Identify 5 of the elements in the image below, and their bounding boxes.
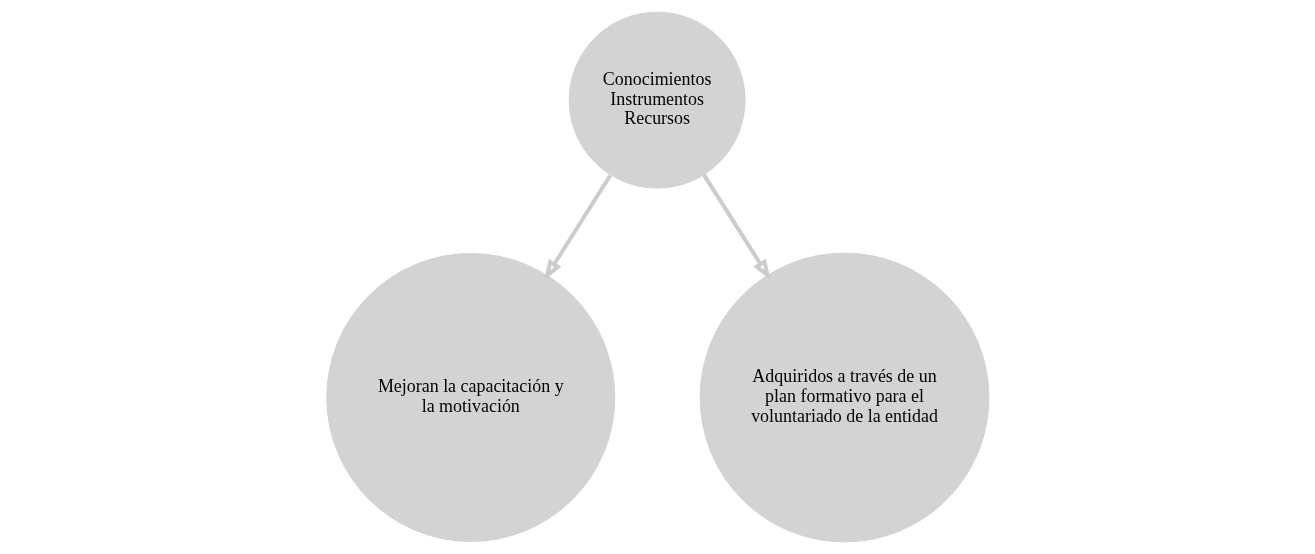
arrow (543, 174, 612, 281)
node-circle: Conocimientos Instrumentos Recursos (568, 11, 746, 189)
node-circle: Mejoran la capacitación y la motivación (325, 252, 615, 542)
node-circle: Adquiridos a través de un plan formativo para el voluntariado de la entidad (699, 252, 989, 543)
arrow (701, 173, 771, 281)
